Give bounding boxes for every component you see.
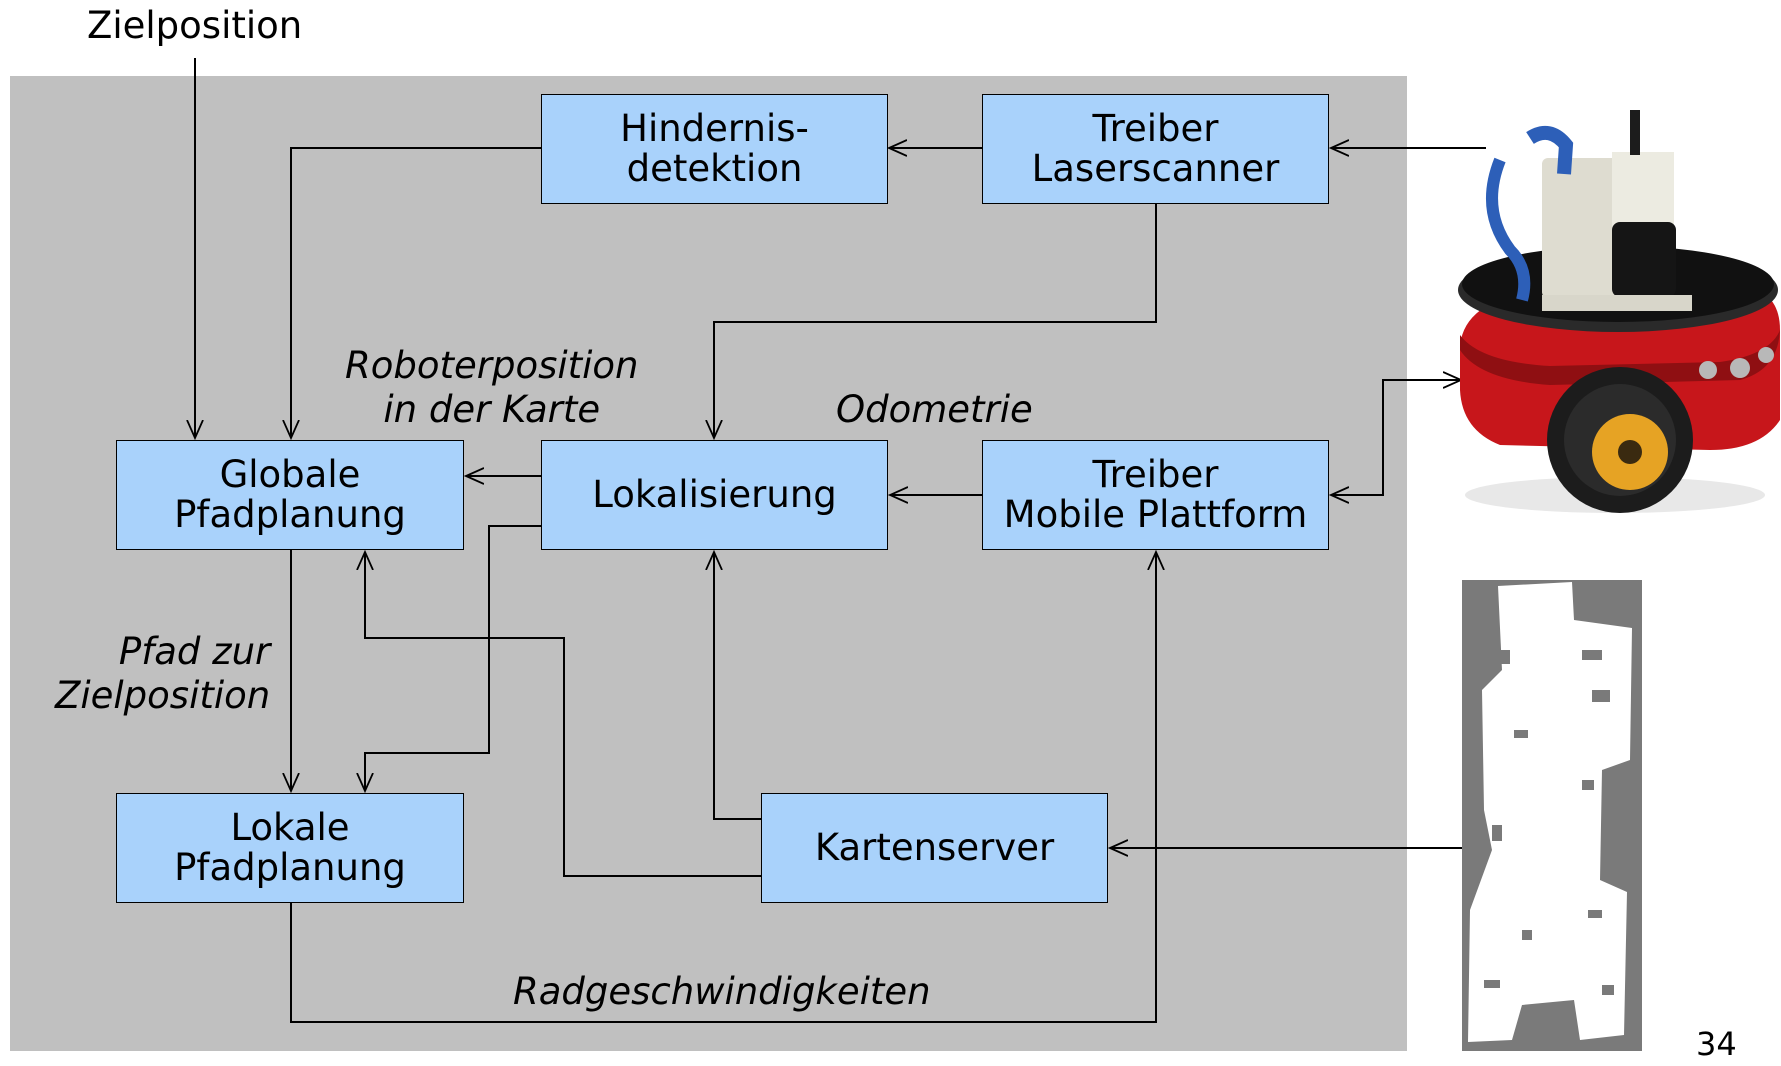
edge-laser-to-lokalisierung: [714, 204, 1157, 438]
box-hindernisdetektion: Hindernis- detektion: [541, 94, 888, 204]
edge-lokalisierung-to-lokal: [365, 525, 541, 791]
box-line: Hindernis-: [620, 107, 809, 150]
box-kartenserver: Kartenserver: [761, 793, 1108, 903]
edge-karten-to-lokalisierung: [714, 552, 761, 820]
box-line: Kartenserver: [814, 826, 1055, 869]
box-line: Mobile Plattform: [1003, 493, 1308, 536]
edge-hindernis-to-global: [291, 147, 541, 438]
box-globale-pfadplanung: Globale Pfadplanung: [116, 440, 464, 550]
label-radgeschwindigkeiten: Radgeschwindigkeiten: [513, 970, 931, 1013]
edge-lokal-to-mobile: [290, 552, 1156, 1023]
box-line: Globale: [219, 453, 361, 496]
box-line: Pfadplanung: [174, 846, 406, 889]
box-treiber-mobile-plattform: Treiber Mobile Plattform: [982, 440, 1329, 550]
robot-photo: [1458, 110, 1780, 513]
label-pfad-zur-zielposition: Pfad zur Zielposition: [55, 630, 271, 717]
box-line: detektion: [626, 147, 803, 190]
box-treiber-laserscanner: Treiber Laserscanner: [982, 94, 1329, 204]
input-label: Zielposition: [87, 4, 303, 47]
box-line: Lokale: [230, 806, 350, 849]
edge-robot-to-mobile: [1331, 380, 1384, 495]
edge-mobile-to-robot: [1382, 380, 1461, 495]
box-line: Treiber: [1092, 107, 1219, 150]
box-lokalisierung: Lokalisierung: [541, 440, 888, 550]
edge-karten-to-global: [365, 552, 761, 877]
occupancy-map-image: [1462, 580, 1642, 1051]
box-line: Laserscanner: [1031, 147, 1280, 190]
box-lokale-pfadplanung: Lokale Pfadplanung: [116, 793, 464, 903]
box-line: Treiber: [1092, 453, 1219, 496]
box-line: Lokalisierung: [592, 473, 837, 516]
box-line: Pfadplanung: [174, 493, 406, 536]
label-odometrie: Odometrie: [836, 388, 1033, 431]
label-roboterposition: Roboterposition in der Karte: [345, 344, 639, 431]
